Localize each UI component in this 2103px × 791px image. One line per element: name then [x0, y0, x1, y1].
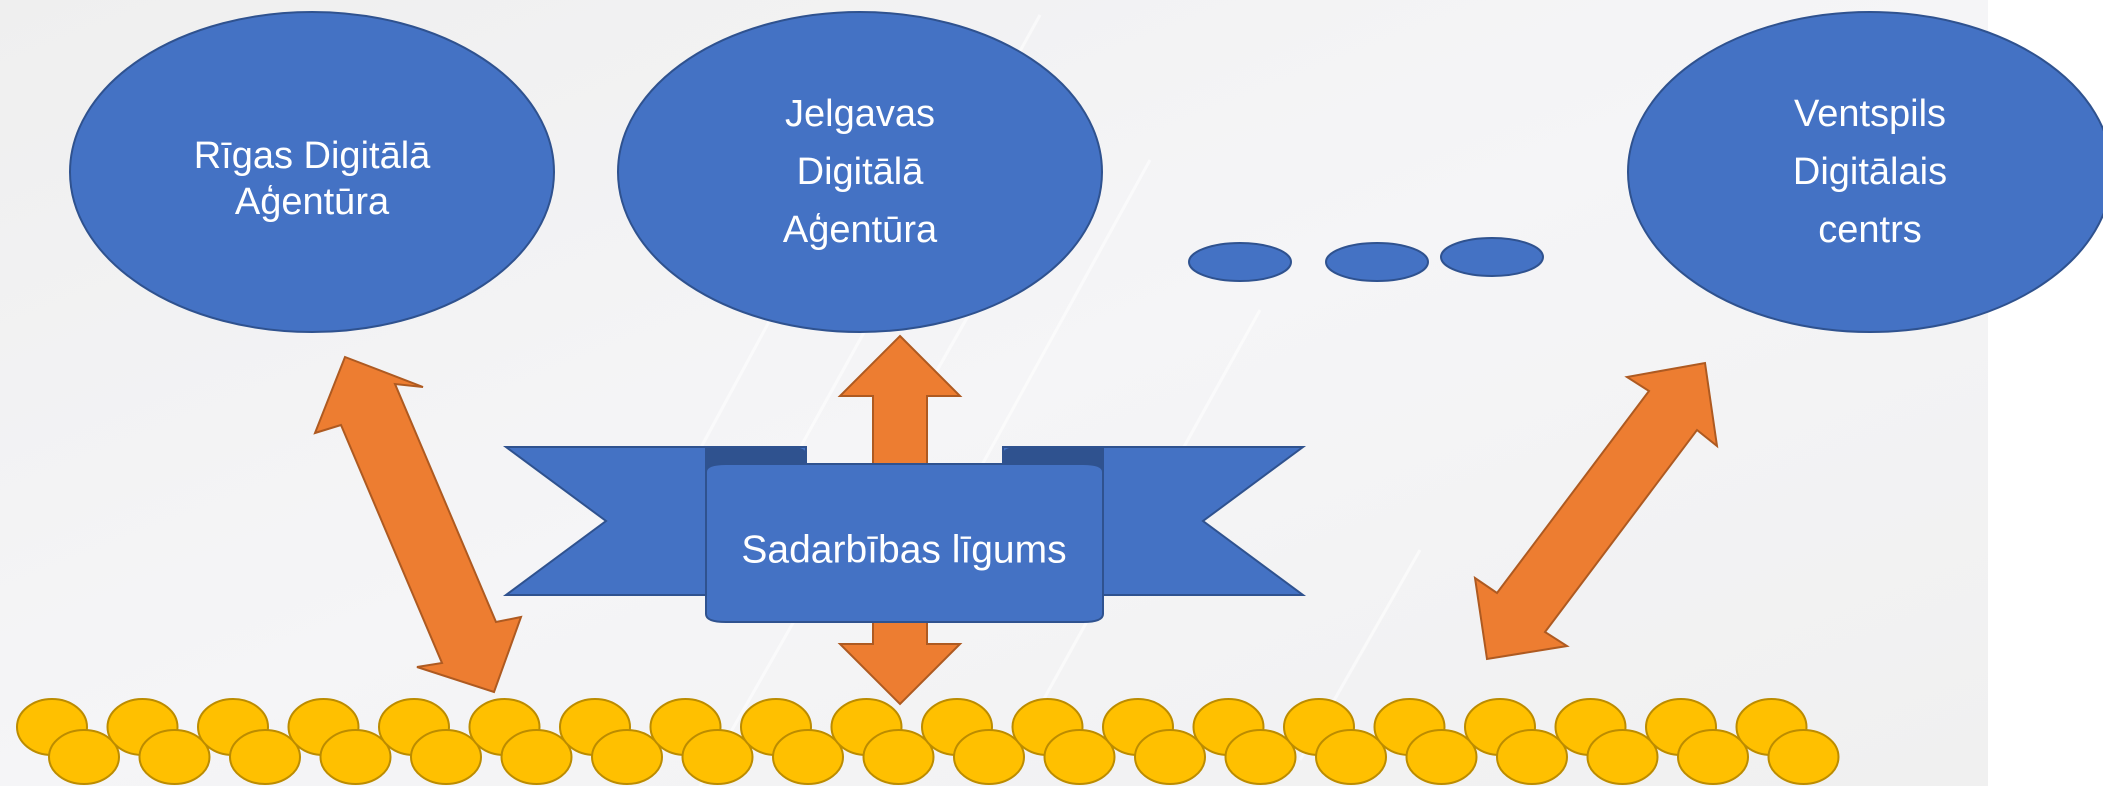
ellipsis-dot: [1188, 242, 1292, 282]
coin-icon: [1677, 729, 1749, 785]
agency-label-line: Rīgas Digitālā: [194, 135, 431, 177]
agency-ellipse: [69, 11, 555, 333]
agreement-banner: Sadarbības līgums: [502, 446, 1307, 623]
agency-label-line: Aģentūra: [235, 181, 390, 223]
agency-label-line: centrs: [1818, 209, 1921, 251]
coin-icon: [138, 729, 211, 785]
coin-icon: [1405, 729, 1478, 785]
coin-icon: [1767, 729, 1840, 785]
coin-icon: [410, 729, 482, 785]
agency-label-line: Digitālais: [1793, 151, 1947, 193]
agency-label-line: Aģentūra: [783, 209, 938, 251]
coin-icon: [953, 729, 1025, 785]
agency-node-jelgava: Jelgavas Digitālā Aģentūra: [617, 11, 1103, 333]
coin-icon: [319, 729, 392, 785]
coin-icon: [772, 729, 844, 785]
coin-icon: [48, 729, 120, 785]
coin-icon: [500, 729, 573, 785]
coin-icon: [1586, 729, 1659, 785]
coin-icon: [1315, 729, 1387, 785]
coin-icon: [1134, 729, 1206, 785]
double-arrow-right: [1473, 361, 1719, 661]
agency-node-riga: Rīgas Digitālā Aģentūra: [69, 11, 555, 333]
agency-node-ventspils: Ventspils Digitālais centrs: [1627, 11, 2103, 333]
more-agencies-dots: [1188, 237, 1544, 282]
coin-icon: [681, 729, 754, 785]
coin-icon: [591, 729, 663, 785]
agency-label-line: Jelgavas: [785, 93, 935, 135]
coin-row: [16, 698, 1840, 785]
coin-icon: [1043, 729, 1116, 785]
agency-ellipse: [1627, 11, 2103, 333]
banner-center: [705, 463, 1104, 623]
ellipsis-dot: [1440, 237, 1544, 277]
coin-icon: [1224, 729, 1297, 785]
double-arrow-left: [313, 355, 523, 694]
agency-label-line: Ventspils: [1794, 93, 1946, 135]
ellipsis-dot: [1325, 242, 1429, 282]
coin-icon: [862, 729, 935, 785]
agency-ellipse: [617, 11, 1103, 333]
agency-label-line: Digitālā: [797, 151, 925, 193]
coin-icon: [1496, 729, 1568, 785]
banner-label: Sadarbības līgums: [741, 528, 1066, 571]
coin-icon: [229, 729, 301, 785]
